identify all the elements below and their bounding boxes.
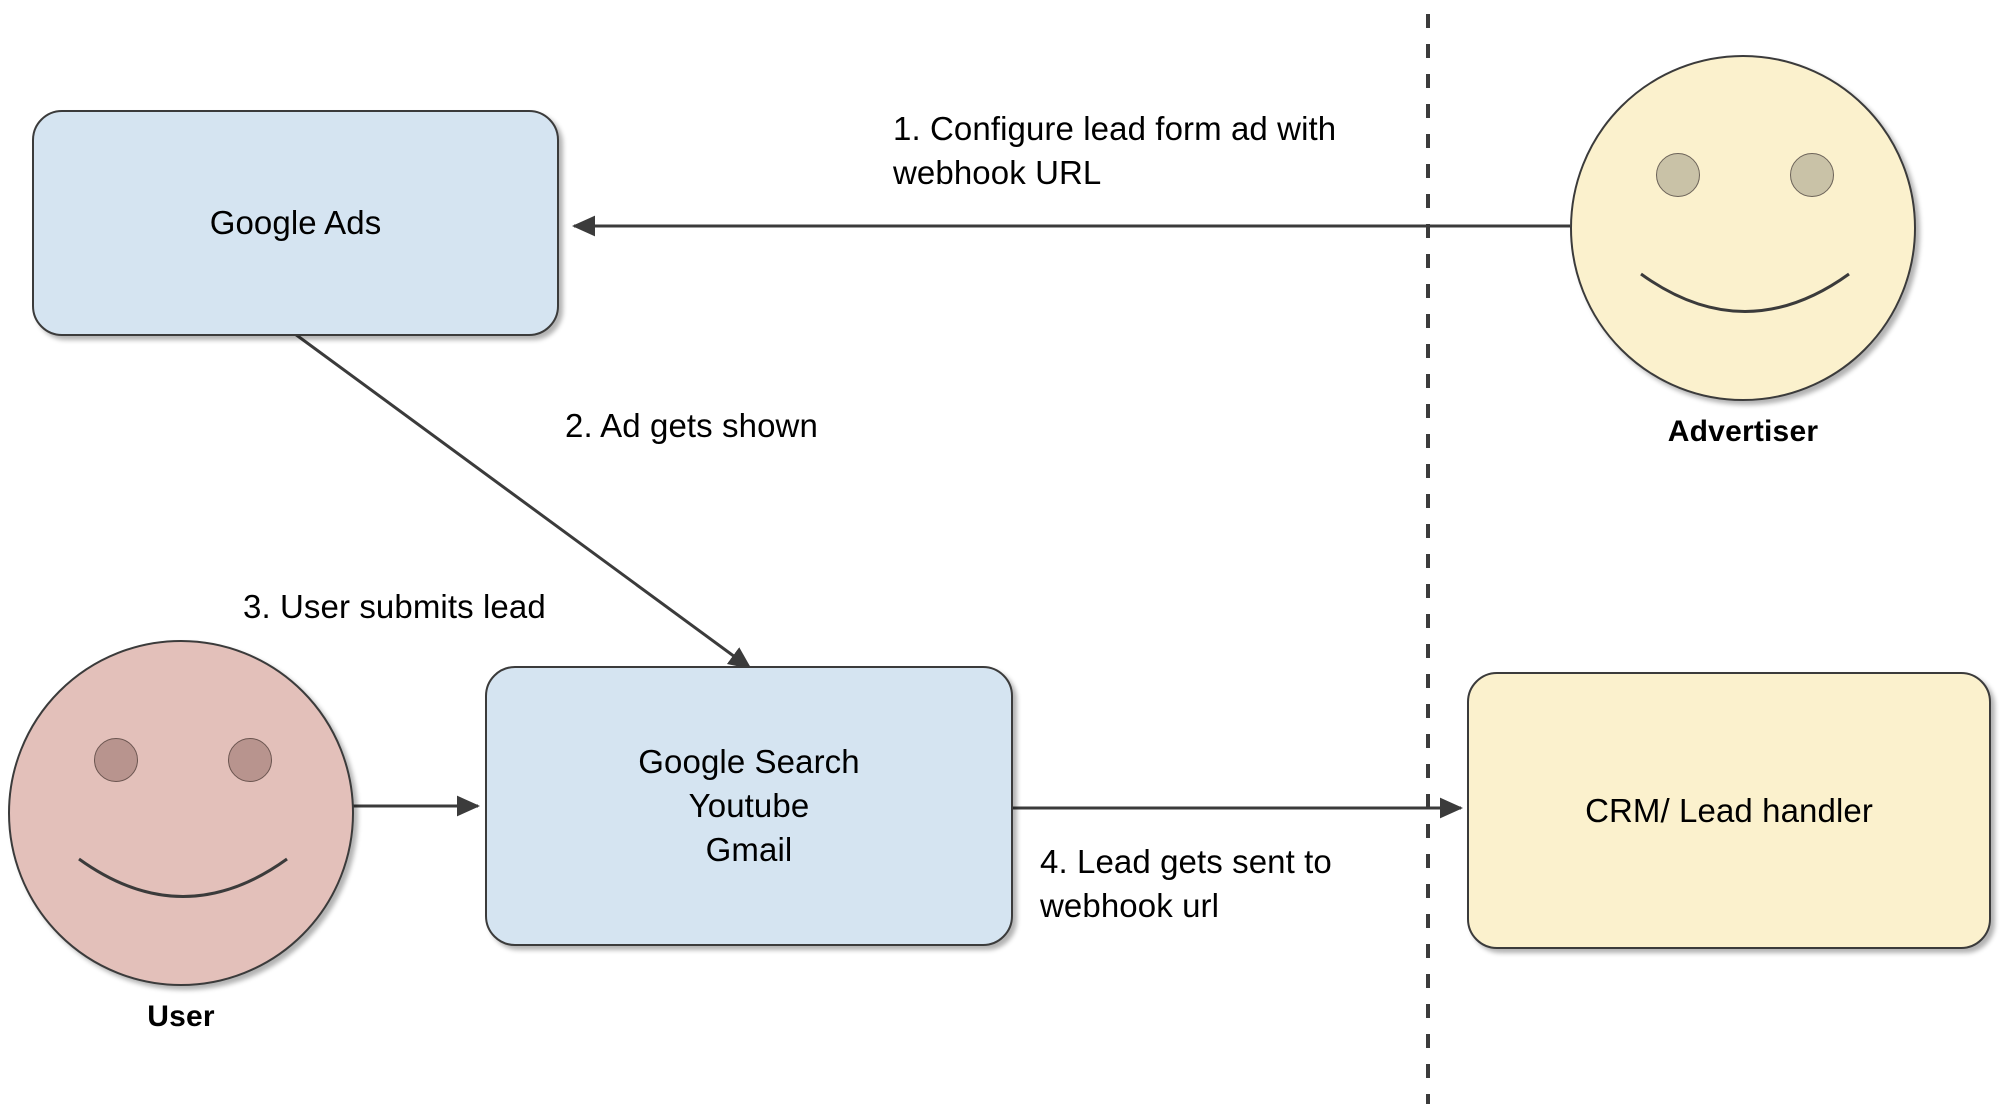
- eye-left-icon: [94, 738, 138, 782]
- edge-label-step-1: 1. Configure lead form ad with webhook U…: [893, 110, 1337, 191]
- actor-advertiser-label: Advertiser: [1667, 415, 1819, 448]
- eye-right-icon: [228, 738, 272, 782]
- node-google-surfaces-label: Google Search Youtube Gmail: [638, 743, 860, 868]
- node-google-surfaces[interactable]: Google Search Youtube Gmail: [485, 666, 1013, 946]
- smiley-face-icon: [1570, 55, 1916, 401]
- node-crm-lead-handler[interactable]: CRM/ Lead handler: [1467, 672, 1991, 949]
- node-crm-lead-handler-label: CRM/ Lead handler: [1585, 791, 1873, 829]
- node-google-ads[interactable]: Google Ads: [32, 110, 559, 336]
- actor-user[interactable]: User: [8, 640, 354, 1033]
- eye-left-icon: [1656, 153, 1700, 197]
- actor-user-label: User: [147, 1000, 215, 1033]
- node-google-ads-label: Google Ads: [209, 204, 382, 242]
- actor-advertiser[interactable]: Advertiser: [1570, 55, 1916, 448]
- edge-label-step-4: 4. Lead gets sent to webhook url: [1040, 843, 1332, 924]
- edge-label-step-3: 3. User submits lead: [243, 588, 546, 625]
- eye-right-icon: [1790, 153, 1834, 197]
- smile-mouth-icon: [1640, 272, 1850, 313]
- edge-label-step-2: 2. Ad gets shown: [565, 407, 818, 444]
- smiley-face-icon: [8, 640, 354, 986]
- smile-mouth-icon: [78, 857, 288, 898]
